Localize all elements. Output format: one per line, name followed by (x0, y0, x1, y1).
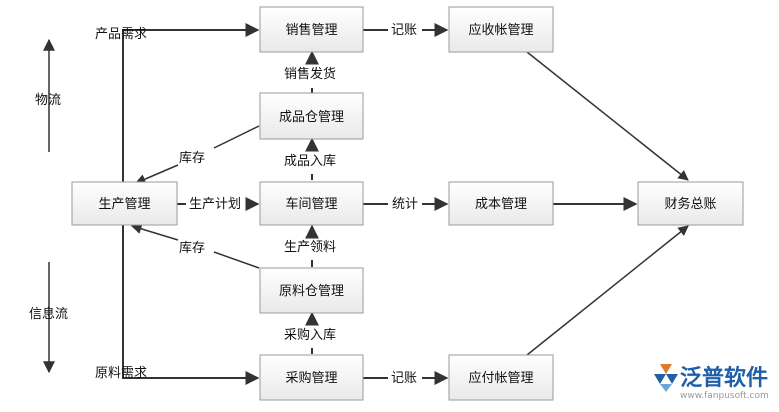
svg-text:生产管理: 生产管理 (98, 197, 150, 212)
svg-text:原料仓管理: 原料仓管理 (279, 284, 344, 299)
node-purchase: 采购管理 (259, 354, 364, 401)
label-sales-shipment: 销售发货 (284, 66, 336, 82)
node-finished-goods: 成品仓管理 (259, 92, 364, 140)
svg-text:成本管理: 成本管理 (475, 197, 527, 212)
svg-text:车间管理: 车间管理 (285, 196, 337, 212)
logo-name: 泛普软件 (680, 365, 768, 391)
node-raw-material: 原料仓管理 (259, 267, 364, 314)
connectors (43, 23, 689, 385)
edge-raw-production-b (130, 223, 179, 241)
svg-text:应收帐管理: 应收帐管理 (468, 22, 533, 38)
logo-url: www.fanpusoft.com (680, 391, 769, 401)
edge-finished-production-a (213, 125, 260, 149)
logo-mark-icon (654, 364, 678, 392)
edge-production-up (122, 23, 260, 183)
node-sales: 销售管理 (259, 6, 364, 53)
node-cost: 成本管理 (448, 181, 554, 226)
svg-text:成品仓管理: 成品仓管理 (279, 110, 344, 125)
label-production-plan: 生产计划 (189, 197, 241, 212)
label-bookkeeping-top: 记账 (391, 23, 417, 38)
label-statistics: 统计 (392, 197, 418, 212)
node-production: 生产管理 (71, 181, 178, 226)
svg-text:应付帐管理: 应付帐管理 (468, 370, 533, 386)
node-receivable: 应收帐管理 (448, 6, 554, 53)
svg-text:采购管理: 采购管理 (285, 370, 337, 386)
label-logistics: 物流 (35, 93, 61, 108)
edge-finished-production-b (135, 164, 179, 185)
label-inventory-bottom: 库存 (179, 240, 205, 256)
node-workshop: 车间管理 (259, 181, 364, 226)
edge-payable-ledger (526, 225, 689, 356)
svg-text:财务总账: 财务总账 (664, 196, 716, 212)
edge-receivable-ledger (526, 51, 689, 181)
label-inventory-top: 库存 (179, 150, 205, 166)
brand-logo: 泛普软件 www.fanpusoft.com (654, 364, 769, 401)
label-production-requisition: 生产领料 (284, 240, 336, 255)
label-bookkeeping-bottom: 记账 (391, 371, 417, 386)
label-product-demand: 产品需求 (95, 27, 147, 42)
svg-text:销售管理: 销售管理 (285, 22, 337, 38)
label-raw-demand: 原料需求 (95, 366, 147, 381)
label-purchase-inbound: 采购入库 (284, 327, 336, 343)
edge-raw-production-a (213, 251, 260, 269)
label-finished-inbound: 成品入库 (284, 153, 336, 169)
node-payable: 应付帐管理 (448, 354, 554, 401)
node-ledger: 财务总账 (637, 181, 744, 226)
label-information-flow: 信息流 (29, 306, 68, 322)
edge-production-down (122, 224, 260, 385)
